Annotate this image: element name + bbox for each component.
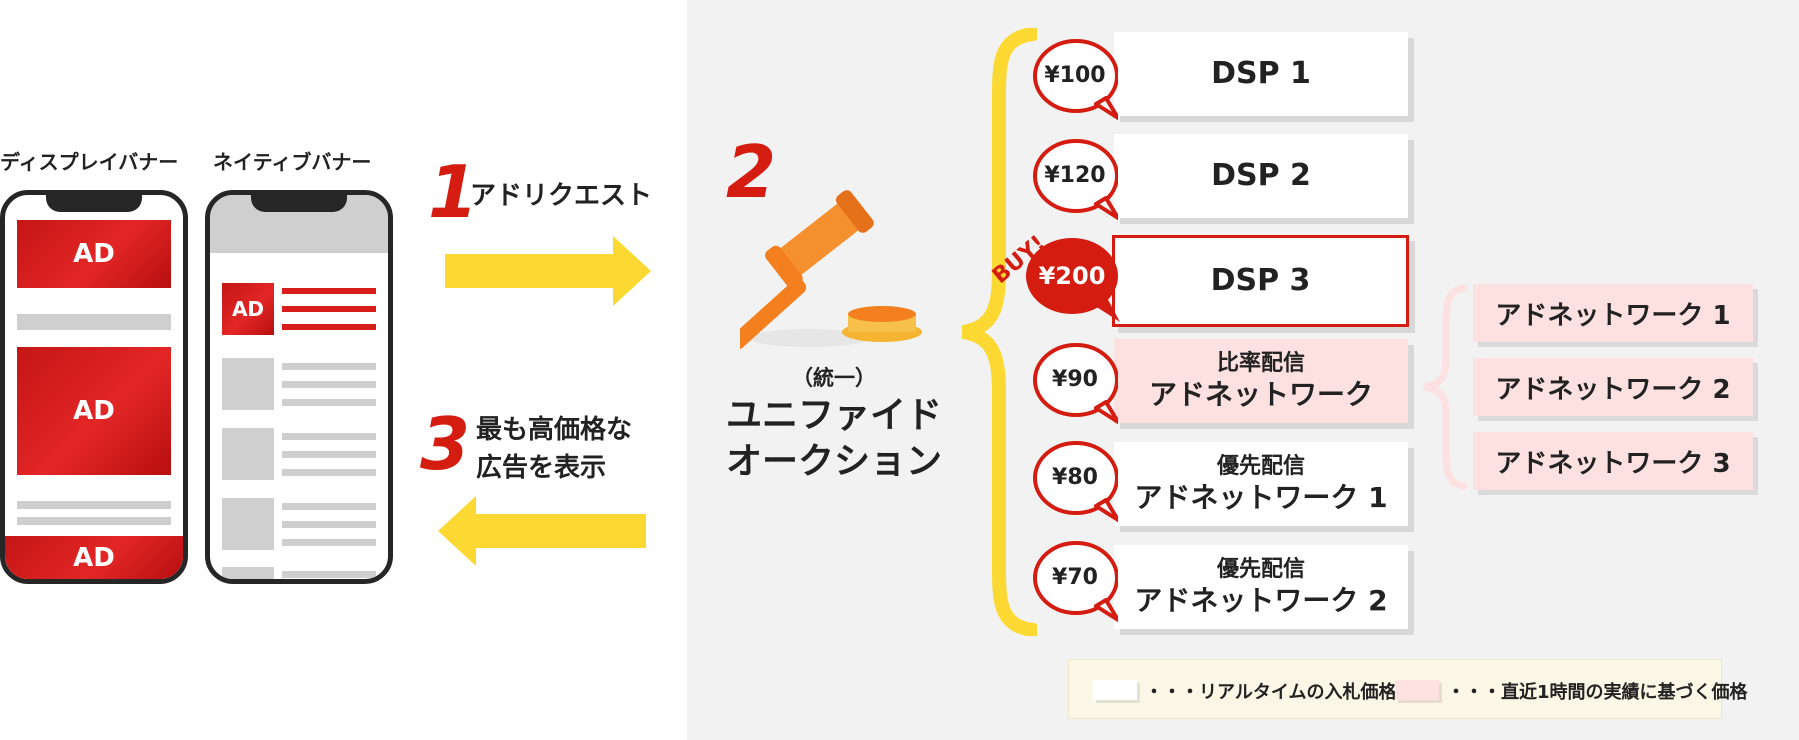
step-3-number: 3 [420,402,471,486]
native-ad-line [282,288,376,294]
price-bubble: ¥120 [1032,138,1118,220]
content-line [282,433,376,440]
content-thumbnail [222,498,274,550]
price-bubble: ¥90 [1032,342,1118,424]
content-thumbnail [222,428,274,480]
native-ad-line [282,306,376,312]
price-value: ¥200 [1038,262,1106,290]
content-line [282,469,376,476]
price-bubble: ¥100 [1032,38,1118,120]
legend: ・・・リアルタイムの入札価格 ・・・直近1時間の実績に基づく価格 [1068,659,1748,719]
legend-label-realtime: ・・・リアルタイムの入札価格 [1145,682,1397,703]
native-banner-phone: AD [205,190,393,584]
speech-bubble-icon [1026,238,1120,322]
speech-bubble-icon [1033,441,1118,522]
native-banner-label: ネイティブバナー [213,150,372,174]
price-value: ¥100 [1044,63,1106,88]
content-bar [17,314,171,330]
content-line [282,539,376,546]
price-value: ¥90 [1052,367,1098,392]
price-value: ¥70 [1052,565,1098,590]
speech-bubble-icon [1033,139,1118,220]
speech-bubble-icon [1033,39,1118,120]
display-ad-middle: AD [17,347,171,475]
speech-bubble-icon [1033,541,1118,622]
bidder-box: 優先配信 アドネットワーク 1 [1114,442,1408,526]
auction-title-line2: オークション [725,441,942,482]
content-bar [17,501,171,509]
price-bubble: ¥70 [1032,540,1118,622]
winning-bidder-box: DSP 3 [1112,235,1409,327]
bidder-name: アドネットワーク 1 [1134,481,1388,514]
legend-label-historical: ・・・直近1時間の実績に基づく価格 [1447,682,1748,703]
gavel-icon [740,190,922,350]
legend-swatch-realtime [1093,680,1137,700]
pink-brace-icon [1423,284,1468,490]
display-ad-top: AD [17,220,171,288]
bidder-box: 優先配信 アドネットワーク 2 [1114,545,1408,629]
price-bubble: ¥80 [1032,440,1118,522]
display-banner-label: ディスプレイバナー [0,150,179,174]
content-line [282,363,376,370]
bidder-box: DSP 2 [1114,134,1408,218]
content-thumbnail [222,567,274,579]
bidder-name: アドネットワーク 2 [1134,584,1388,617]
phone-notch [251,195,347,212]
bidder-name: DSP 3 [1210,263,1311,298]
content-bar [17,517,171,525]
step-3-label-line2: 広告を表示 [476,453,607,483]
bidder-name: アドネットワーク [1148,378,1373,411]
arrow-right-icon [445,236,651,306]
auction-title-line1: ユニファイド [725,395,942,436]
content-line [282,521,376,528]
content-thumbnail [222,358,274,410]
step-3-label-line1: 最も高価格な [476,415,633,445]
content-line [282,451,376,458]
bidder-delivery-type: 優先配信 [1216,557,1305,582]
price-value: ¥80 [1052,465,1098,490]
adnetwork-item: アドネットワーク 3 [1473,432,1753,490]
auction-subtitle: （統一） [792,366,876,390]
curly-brace-icon [961,28,1037,636]
bidder-delivery-type: 比率配信 [1216,351,1305,376]
speech-bubble-icon [1033,343,1118,424]
native-ad-line [282,324,376,330]
arrow-left-icon [438,496,646,566]
content-line [282,571,376,578]
phone-notch [46,195,142,212]
bidder-name: DSP 2 [1211,158,1311,193]
bidder-box: DSP 1 [1114,32,1408,116]
content-line [282,399,376,406]
content-line [282,381,376,388]
step-2-number: 2 [726,130,777,214]
display-ad-bottom: AD [5,536,183,579]
native-ad-thumbnail: AD [222,283,274,335]
bidder-delivery-type: 優先配信 [1216,454,1305,479]
step-1-number: 1 [428,150,479,234]
bidder-name: DSP 1 [1211,56,1311,91]
winning-price-bubble: ¥200 [1024,236,1120,322]
price-value: ¥120 [1044,163,1106,188]
content-line [282,503,376,510]
adnetwork-item: アドネットワーク 2 [1473,358,1753,416]
adnetwork-item: アドネットワーク 1 [1473,284,1753,342]
display-banner-phone: AD AD AD [0,190,188,584]
step-1-label: アドリクエスト [470,181,653,211]
legend-swatch-historical [1395,680,1439,700]
bidder-box: 比率配信 アドネットワーク [1114,339,1408,423]
